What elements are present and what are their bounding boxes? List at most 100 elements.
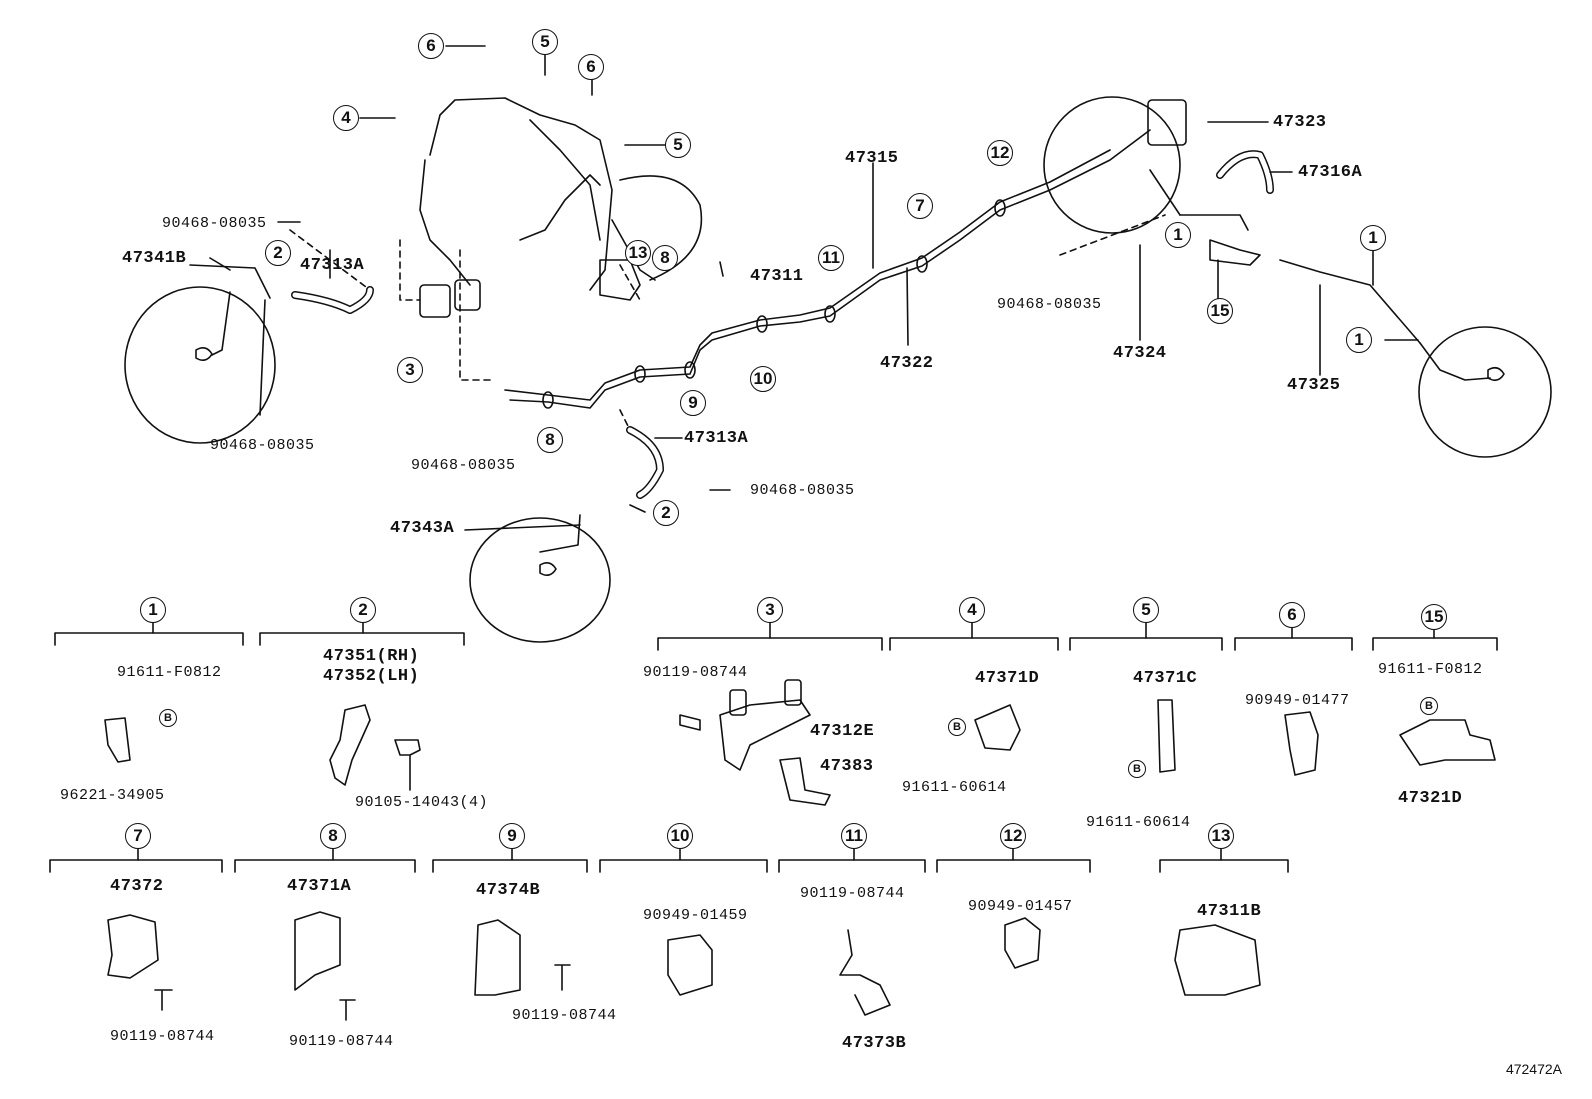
group-11-callout: 11 — [841, 823, 867, 849]
label-90468-08035-b: 90468-08035 — [210, 437, 315, 454]
group-8-callout: 8 — [320, 823, 346, 849]
label-47313A-mid: 47313A — [684, 429, 749, 448]
callout-7: 7 — [907, 193, 933, 219]
group-15-callout: 15 — [1421, 604, 1447, 630]
group-1-part-b: 96221-34905 — [60, 787, 165, 804]
label-47343A: 47343A — [390, 519, 455, 538]
group-3-callout: 3 — [757, 597, 783, 623]
label-90468-08035-c: 90468-08035 — [997, 296, 1102, 313]
group-5-part-b: 91611-60614 — [1086, 814, 1191, 831]
lower-brake-disc — [469, 517, 611, 643]
bolt-marker: B — [1420, 697, 1438, 715]
group-8-part-b: 90119-08744 — [289, 1033, 394, 1050]
callout-1: 1 — [1360, 225, 1386, 251]
group-11-part-b: 47373B — [842, 1034, 907, 1053]
group-12-part-a: 90949-01457 — [968, 898, 1073, 915]
group-6-part-a: 90949-01477 — [1245, 692, 1350, 709]
bolt-marker: B — [1128, 760, 1146, 778]
group-15-part-a: 91611-F0812 — [1378, 661, 1483, 678]
group-6-callout: 6 — [1279, 602, 1305, 628]
bracket-47351 — [329, 704, 371, 786]
callout-10: 10 — [750, 366, 776, 392]
bolt-marker: B — [159, 709, 177, 727]
group-13-callout: 13 — [1208, 823, 1234, 849]
label-47311: 47311 — [750, 267, 804, 286]
group-5-callout: 5 — [1133, 597, 1159, 623]
left-brake-disc — [124, 286, 276, 444]
clip-90949-01477 — [1284, 711, 1319, 776]
callout-5: 5 — [532, 29, 558, 55]
group-7-callout: 7 — [125, 823, 151, 849]
clip-90949-01457 — [1004, 917, 1041, 969]
group-1-callout: 1 — [140, 597, 166, 623]
clip-47371C — [1157, 699, 1176, 773]
group-2-part-a: 47351(RH) — [323, 647, 420, 666]
callout-12: 12 — [987, 140, 1013, 166]
bracket-47383 — [779, 757, 831, 806]
callout-8: 8 — [652, 245, 678, 271]
label-47323: 47323 — [1273, 113, 1327, 132]
bracket-47321D — [1399, 719, 1496, 766]
label-47316A: 47316A — [1298, 163, 1363, 182]
group-7-part-b: 90119-08744 — [110, 1028, 215, 1045]
label-90468-08035-e: 90468-08035 — [750, 482, 855, 499]
group-11-part-a: 90119-08744 — [800, 885, 905, 902]
callout-1: 1 — [1346, 327, 1372, 353]
rear-right-drum — [1418, 326, 1552, 458]
group-15-part-b: 47321D — [1398, 789, 1463, 808]
group-4-part-a: 47371D — [975, 669, 1040, 688]
label-90468-08035-d: 90468-08035 — [411, 457, 516, 474]
label-47322: 47322 — [880, 354, 934, 373]
callout-3: 3 — [397, 357, 423, 383]
group-5-part-a: 47371C — [1133, 669, 1198, 688]
label-47313A-left: 47313A — [300, 256, 365, 275]
callout-2: 2 — [653, 500, 679, 526]
group-4-callout: 4 — [959, 597, 985, 623]
group-1-part-a: 91611-F0812 — [117, 664, 222, 681]
clip-90949-01459 — [667, 934, 713, 996]
group-12-callout: 12 — [1000, 823, 1026, 849]
group-8-part-a: 47371A — [287, 877, 352, 896]
callout-11: 11 — [818, 245, 844, 271]
clip-47371A — [294, 911, 341, 991]
rear-left-drum — [1043, 96, 1181, 234]
group-3-part-c: 47383 — [820, 757, 874, 776]
group-10-callout: 10 — [667, 823, 693, 849]
clip-47371D — [974, 704, 1021, 751]
callout-15: 15 — [1207, 298, 1233, 324]
label-47325: 47325 — [1287, 376, 1341, 395]
label-47324: 47324 — [1113, 344, 1167, 363]
bracket-47372 — [107, 914, 159, 979]
bolt-marker: B — [948, 718, 966, 736]
callout-6: 6 — [578, 54, 604, 80]
bracket-47311B — [1174, 924, 1261, 996]
callout-8: 8 — [537, 427, 563, 453]
callout-2: 2 — [265, 240, 291, 266]
group-3-part-b: 47312E — [810, 722, 875, 741]
label-90468-08035-a: 90468-08035 — [162, 215, 267, 232]
group-2-callout: 2 — [350, 597, 376, 623]
diagram-code: 472472A — [1505, 1061, 1562, 1077]
callout-6: 6 — [418, 33, 444, 59]
callout-13: 13 — [625, 240, 651, 266]
group-2-part-b: 47352(LH) — [323, 667, 420, 686]
callout-4: 4 — [333, 105, 359, 131]
label-47315: 47315 — [845, 149, 899, 168]
callout-5: 5 — [665, 132, 691, 158]
bracket-47374B — [474, 919, 521, 996]
callout-9: 9 — [680, 390, 706, 416]
group-9-part-a: 47374B — [476, 881, 541, 900]
detail-brackets — [49, 621, 1498, 873]
group-7-part-a: 47372 — [110, 877, 164, 896]
bracket-47312E — [719, 699, 811, 771]
group-9-part-b: 90119-08744 — [512, 1007, 617, 1024]
group-3-part-a: 90119-08744 — [643, 664, 748, 681]
group-13-part-a: 47311B — [1197, 902, 1262, 921]
main-brake-line — [509, 129, 1151, 409]
label-47341B: 47341B — [122, 249, 187, 268]
group-4-part-b: 91611-60614 — [902, 779, 1007, 796]
group-2-part-c: 90105-14043(4) — [355, 794, 489, 811]
group-10-part-a: 90949-01459 — [643, 907, 748, 924]
